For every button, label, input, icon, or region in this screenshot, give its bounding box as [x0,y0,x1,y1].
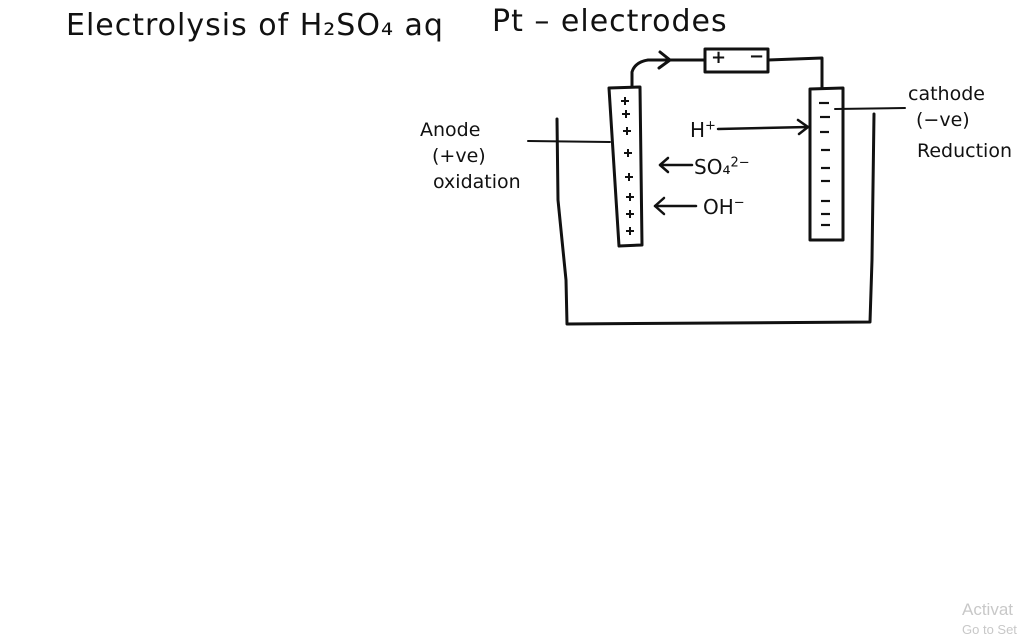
anode-electrode [607,85,644,248]
cathode-label: cathode [908,83,985,105]
battery-negative: − [749,46,765,67]
wire-arrow [657,50,672,70]
activation-watermark: Activat Go to Set [962,600,1017,637]
cathode-charges [819,101,830,227]
title-electrodes: Pt – electrodes [492,4,728,39]
cathode-electrode [808,86,845,242]
anode-label: Anode [420,119,481,141]
cathode-pointer [834,107,906,110]
ion-hydroxide: OH− [703,195,745,219]
ion-sulfate: SO₄2− [694,155,750,179]
anode-charges [621,97,634,235]
anode-charge-label: (+ve) [432,145,486,167]
wire-right [766,56,824,90]
h-plus-arrow [716,125,810,131]
title-main: Electrolysis of H₂SO₄ aq [66,8,444,43]
cathode-process-label: Reduction [917,140,1012,162]
beaker [555,112,876,326]
watermark-line1: Activat [962,600,1014,619]
battery-positive: + [711,47,727,68]
anode-process-label: oxidation [433,171,521,193]
ion-h-plus: H+ [690,118,716,142]
cathode-charge-label: (−ve) [916,109,970,131]
watermark-line2: Go to Set [962,622,1017,637]
anode-pointer [527,140,611,143]
wire-left [630,58,707,89]
